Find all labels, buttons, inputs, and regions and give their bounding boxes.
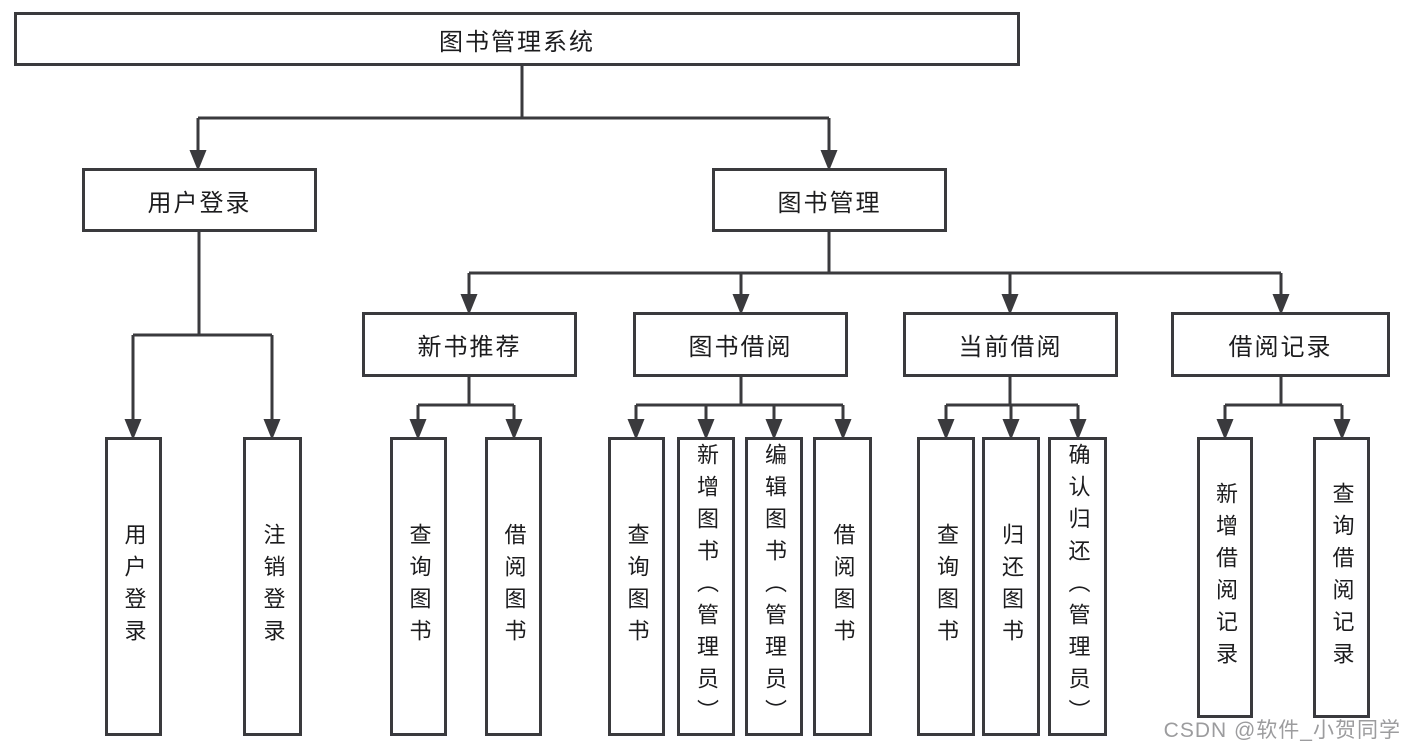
leaf-query-books-borrowing: 查询图书 [608,437,665,736]
leaf-add-borrow-record: 新增借阅记录 [1197,437,1253,718]
connector-book-borrowing-children [627,377,852,440]
node-book-management: 图书管理 [712,168,947,232]
arrow-down-icon [460,294,478,315]
arrow-down-icon [263,419,281,440]
node-new-book-recommend: 新书推荐 [362,312,577,377]
arrow-down-icon [834,419,852,440]
leaf-query-books-current: 查询图书 [917,437,975,736]
leaf-add-book-admin: 新增图书（管理员） [677,437,735,736]
node-book-borrowing: 图书借阅 [633,312,848,377]
arrow-down-icon [627,419,645,440]
leaf-edit-book-admin: 编辑图书（管理员） [745,437,803,736]
arrow-down-icon [937,419,955,440]
node-borrowing-records: 借阅记录 [1171,312,1390,377]
leaf-query-borrow-record: 查询借阅记录 [1313,437,1370,718]
arrow-down-icon [505,419,523,440]
arrow-down-icon [820,150,838,171]
watermark-csdn: CSDN @软件_小贺同学 [1163,719,1401,742]
arrow-down-icon [697,419,715,440]
leaf-logout: 注销登录 [243,437,302,736]
arrow-down-icon [1001,294,1019,315]
node-library-system-root: 图书管理系统 [14,12,1020,66]
node-user-login: 用户登录 [82,168,317,232]
arrow-down-icon [124,419,142,440]
arrow-down-icon [1333,419,1351,440]
connector-root-to-level2 [189,66,838,171]
arrow-down-icon [1216,419,1234,440]
leaf-user-login: 用户登录 [105,437,162,736]
arrow-down-icon [765,419,783,440]
leaf-borrow-books-borrowing: 借阅图书 [813,437,872,736]
arrow-down-icon [1069,419,1087,440]
arrow-down-icon [1272,294,1290,315]
connector-borrowing-records-children [1216,377,1351,440]
leaf-confirm-return-admin: 确认归还（管理员） [1048,437,1107,736]
node-current-borrowing: 当前借阅 [903,312,1118,377]
connector-user-login-children [124,232,281,440]
leaf-return-books: 归还图书 [982,437,1040,736]
leaf-query-books-recommend: 查询图书 [390,437,447,736]
connector-current-borrowing-children [937,377,1087,440]
connector-book-management-to-level3 [460,232,1290,315]
arrow-down-icon [409,419,427,440]
leaf-borrow-books-recommend: 借阅图书 [485,437,542,736]
connector-new-book-recommend-children [409,377,523,440]
arrow-down-icon [189,150,207,171]
arrow-down-icon [1002,419,1020,440]
arrow-down-icon [732,294,750,315]
